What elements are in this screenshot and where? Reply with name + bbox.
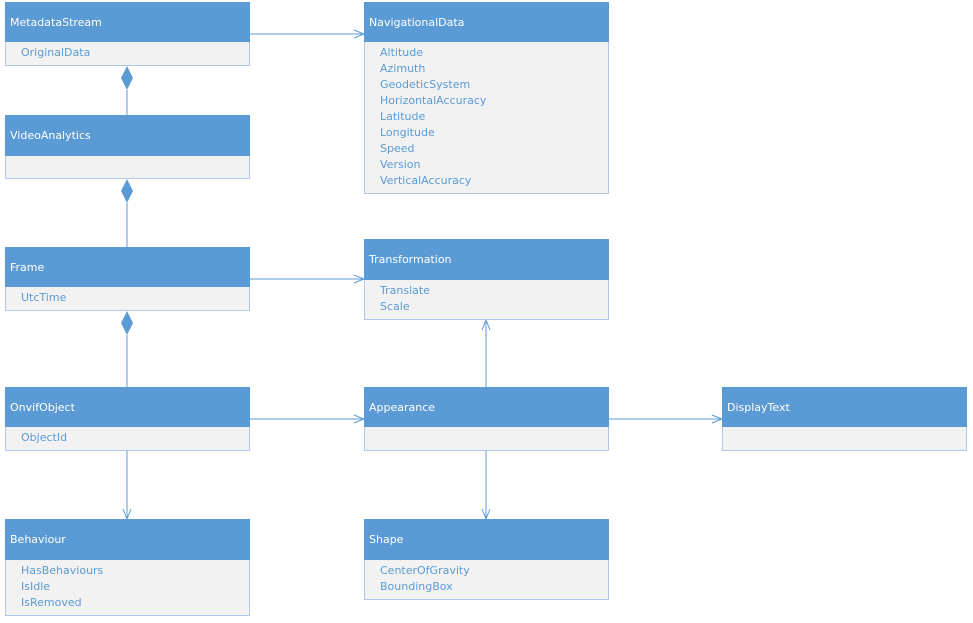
class-title-videoanalytics: VideoAnalytics — [10, 129, 91, 142]
class-title-transformation: Transformation — [369, 253, 452, 266]
attribute-utctime: UtcTime — [21, 291, 67, 304]
class-box-behaviour: Behaviour HasBehaviours IsIdle IsRemoved — [5, 519, 250, 616]
class-attributes-videoanalytics — [5, 156, 250, 179]
attribute-boundingbox: BoundingBox — [380, 580, 453, 593]
attribute-version: Version — [380, 158, 421, 171]
class-header-navigationaldata: NavigationalData — [364, 2, 609, 42]
class-header-onvifobject: OnvifObject — [5, 387, 250, 427]
attribute-objectid: ObjectId — [21, 431, 68, 444]
class-title-behaviour: Behaviour — [10, 533, 66, 546]
class-box-displaytext: DisplayText — [722, 387, 967, 451]
attribute-geodeticsystem: GeodeticSystem — [380, 78, 471, 91]
attribute-hasbehaviours: HasBehaviours — [21, 564, 104, 577]
attribute-longitude: Longitude — [380, 126, 435, 139]
class-attributes-onvifobject: ObjectId — [5, 427, 250, 451]
class-header-displaytext: DisplayText — [722, 387, 967, 427]
attribute-speed: Speed — [380, 142, 415, 155]
attribute-scale: Scale — [380, 300, 410, 313]
class-box-navigationaldata: NavigationalData Altitude Azimuth Geodet… — [364, 2, 609, 194]
composition-diamond-metadatastream — [121, 66, 133, 90]
class-attributes-appearance — [364, 427, 609, 451]
class-box-onvifobject: OnvifObject ObjectId — [5, 387, 250, 451]
class-box-videoanalytics: VideoAnalytics — [5, 115, 250, 179]
class-title-shape: Shape — [369, 533, 404, 546]
class-attributes-displaytext — [722, 427, 967, 451]
class-title-frame: Frame — [10, 260, 45, 274]
class-header-behaviour: Behaviour — [5, 519, 250, 560]
class-header-metadatastream: MetadataStream — [5, 2, 250, 42]
attribute-azimuth: Azimuth — [380, 62, 426, 75]
composition-diamond-frame — [121, 311, 133, 335]
attribute-verticalaccuracy: VerticalAccuracy — [380, 174, 472, 187]
attribute-latitude: Latitude — [380, 110, 426, 123]
class-box-metadatastream: MetadataStream OriginalData — [5, 2, 250, 66]
class-box-shape: Shape CenterOfGravity BoundingBox — [364, 519, 609, 600]
class-attributes-transformation: Translate Scale — [364, 280, 609, 320]
attribute-centerofgravity: CenterOfGravity — [380, 564, 470, 577]
class-title-appearance: Appearance — [369, 400, 436, 414]
class-header-appearance: Appearance — [364, 387, 609, 427]
class-attributes-frame: UtcTime — [5, 287, 250, 311]
class-header-frame: Frame — [5, 247, 250, 287]
attribute-isremoved: IsRemoved — [21, 596, 82, 609]
attribute-isidle: IsIdle — [21, 580, 51, 593]
class-box-appearance: Appearance — [364, 387, 609, 451]
class-title-navigationaldata: NavigationalData — [369, 15, 465, 29]
attribute-translate: Translate — [380, 284, 430, 297]
composition-diamond-videoanalytics — [121, 179, 133, 203]
class-attributes-navigationaldata: Altitude Azimuth GeodeticSystem Horizont… — [364, 42, 609, 194]
class-header-shape: Shape — [364, 519, 609, 560]
class-attributes-shape: CenterOfGravity BoundingBox — [364, 560, 609, 600]
class-title-displaytext: DisplayText — [727, 400, 790, 414]
class-attributes-metadatastream: OriginalData — [5, 42, 250, 66]
class-attributes-behaviour: HasBehaviours IsIdle IsRemoved — [5, 560, 250, 616]
class-header-transformation: Transformation — [364, 239, 609, 280]
attribute-altitude: Altitude — [380, 46, 423, 59]
class-title-metadatastream: MetadataStream — [10, 15, 102, 29]
attribute-originaldata: OriginalData — [21, 46, 91, 59]
class-box-frame: Frame UtcTime — [5, 247, 250, 311]
class-title-onvifobject: OnvifObject — [10, 400, 75, 414]
class-header-videoanalytics: VideoAnalytics — [5, 115, 250, 156]
attribute-horizontalaccuracy: HorizontalAccuracy — [380, 94, 487, 107]
class-box-transformation: Transformation Translate Scale — [364, 239, 609, 320]
